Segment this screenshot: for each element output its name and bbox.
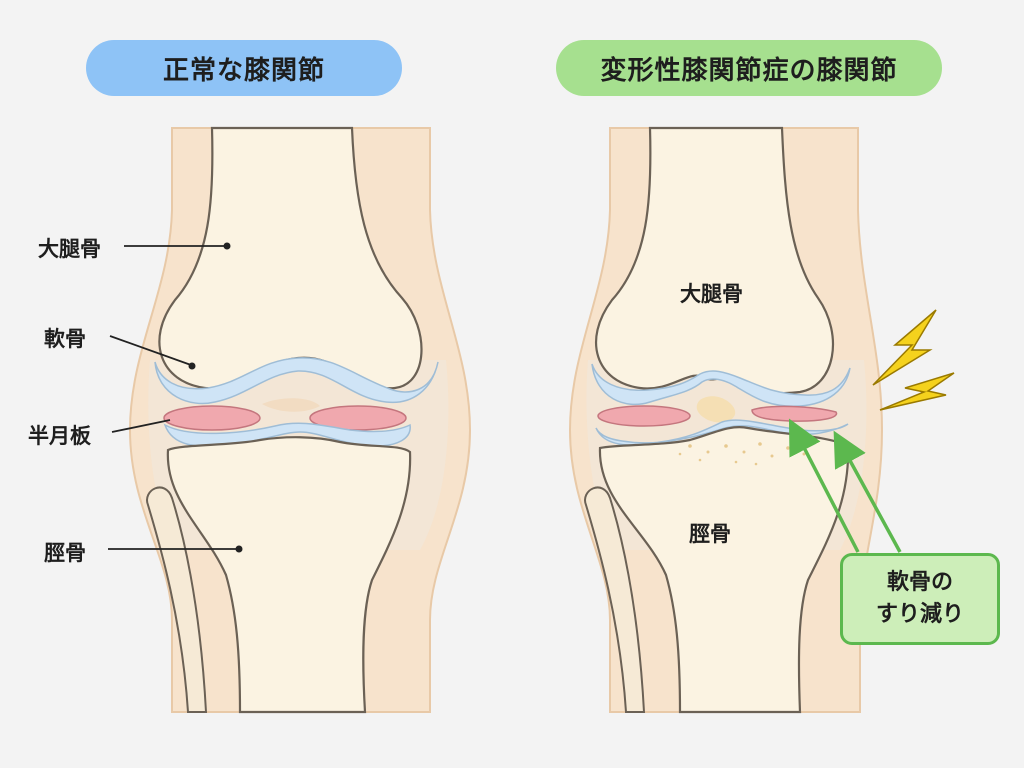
normal-knee <box>108 126 472 714</box>
normal-meniscus-left <box>163 405 261 431</box>
oa-femoral-cartilage <box>591 363 851 407</box>
arrow-icon <box>788 418 860 553</box>
normal-femoral-cartilage <box>154 357 439 405</box>
pointer-dot-icon <box>235 545 243 553</box>
arrow-icon <box>833 430 902 553</box>
normal-tibia <box>166 436 412 714</box>
lightning-bolt-icon <box>872 309 937 386</box>
pointer-dot-icon <box>223 242 231 250</box>
pointer-line-meniscus <box>111 419 171 433</box>
label-meniscus: 半月板 <box>28 424 91 448</box>
label-oa-femur: 大腿骨 <box>680 282 743 306</box>
lightning-bolt-icon <box>879 372 955 411</box>
label-cartilage: 軟骨 <box>44 327 86 351</box>
title-osteoarthritis-knee: 変形性膝関節症の膝関節 <box>556 40 942 96</box>
oa-knee <box>568 126 955 714</box>
oa-tibia <box>598 426 850 714</box>
callout-line-2: すり減り <box>875 602 964 627</box>
normal-meniscus-right <box>309 405 407 431</box>
normal-fibula <box>146 486 208 713</box>
oa-meniscus-left <box>597 405 691 427</box>
callout-line-1: 軟骨の <box>886 570 953 595</box>
pointer-line-cartilage <box>109 335 192 366</box>
callout-cartilage-wear: 軟骨の すり減り <box>840 553 1000 645</box>
label-femur: 大腿骨 <box>38 237 101 261</box>
label-oa-tibia: 脛骨 <box>689 522 731 546</box>
oa-fibula <box>584 486 646 713</box>
title-normal-knee: 正常な膝関節 <box>86 40 402 96</box>
pointer-dot-icon <box>188 362 196 370</box>
oa-joint-debris <box>696 396 736 423</box>
oa-meniscus-right <box>751 405 838 422</box>
label-tibia: 脛骨 <box>44 541 86 565</box>
normal-joint-space <box>262 398 320 412</box>
